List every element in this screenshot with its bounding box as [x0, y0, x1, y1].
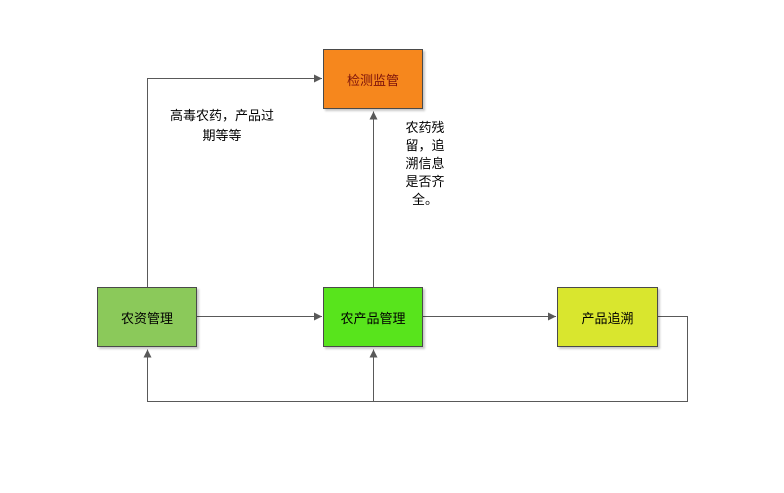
node-nongchanpin-guanli-label: 农产品管理 [340, 310, 406, 326]
annotation-residue: 农药残 留，追 溯信息 是否齐 全。 [405, 120, 445, 207]
node-chanpin-zhuisu: 产品追溯 [557, 287, 658, 347]
node-nongzi-guanli-label: 农资管理 [120, 310, 173, 326]
node-jiance-jianguan-label: 检测监管 [346, 72, 399, 88]
node-jiance-jianguan: 检测监管 [323, 49, 423, 109]
node-nongchanpin-guanli: 农产品管理 [323, 287, 423, 347]
node-nongzi-guanli: 农资管理 [97, 287, 197, 347]
node-chanpin-zhuisu-label: 产品追溯 [581, 310, 634, 326]
annotation-toxic-pesticides: 高毒农药，产品过 期等等 [169, 108, 274, 143]
